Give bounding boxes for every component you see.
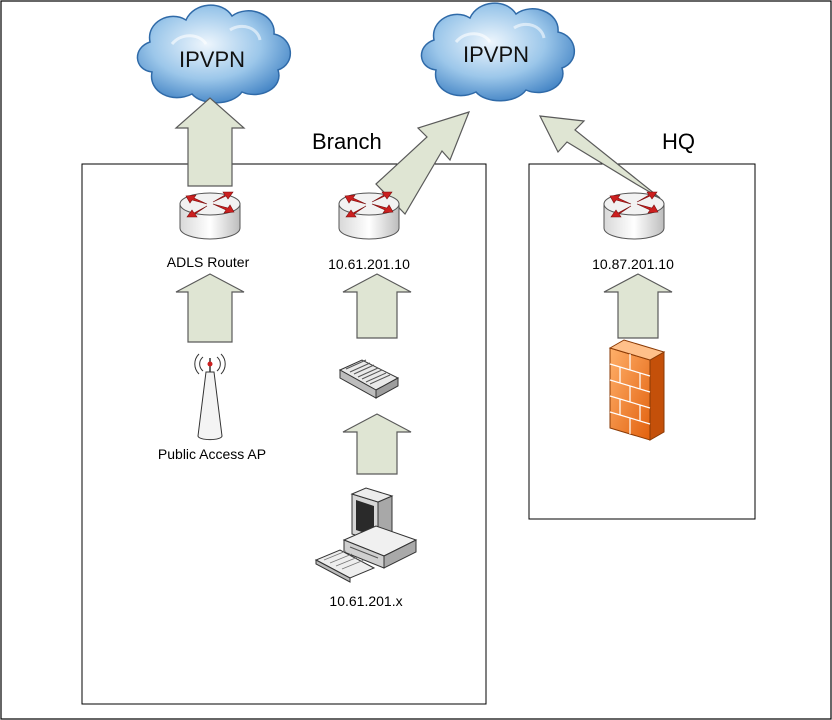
firewall-icon	[608, 339, 666, 441]
branch-router-label: 10.61.201.10	[328, 256, 410, 272]
connection-arrows	[174, 97, 673, 475]
adsl-router-label: ADLS Router	[167, 254, 250, 270]
hq-router-label: 10.87.201.10	[592, 256, 674, 272]
wireless-ap-icon	[194, 353, 226, 441]
branch-zone-label: Branch	[312, 129, 382, 154]
arrow-ap-to-router	[175, 273, 245, 343]
hq-zone-label: HQ	[662, 129, 695, 154]
switch-icon	[338, 359, 400, 399]
access-point-label: Public Access AP	[158, 446, 266, 462]
branch-zone	[81, 163, 487, 705]
arrow-branch-to-cloud	[375, 111, 471, 215]
adsl-router-icon	[179, 191, 241, 240]
arrow-adsl-to-cloud	[174, 97, 246, 187]
cloud-left-label: IPVPN	[179, 47, 245, 72]
arrow-pc-to-switch	[342, 413, 412, 475]
arrow-hq-to-cloud	[538, 115, 661, 199]
arrow-switch-to-router	[342, 273, 412, 339]
cloud-right-label: IPVPN	[463, 42, 529, 67]
hq-router-icon	[603, 191, 665, 240]
arrow-firewall-to-router	[603, 273, 673, 339]
workstation-icon	[314, 487, 418, 583]
branch-router-icon	[338, 191, 400, 240]
hq-zone	[528, 163, 756, 520]
workstation-label: 10.61.201.x	[329, 593, 402, 609]
